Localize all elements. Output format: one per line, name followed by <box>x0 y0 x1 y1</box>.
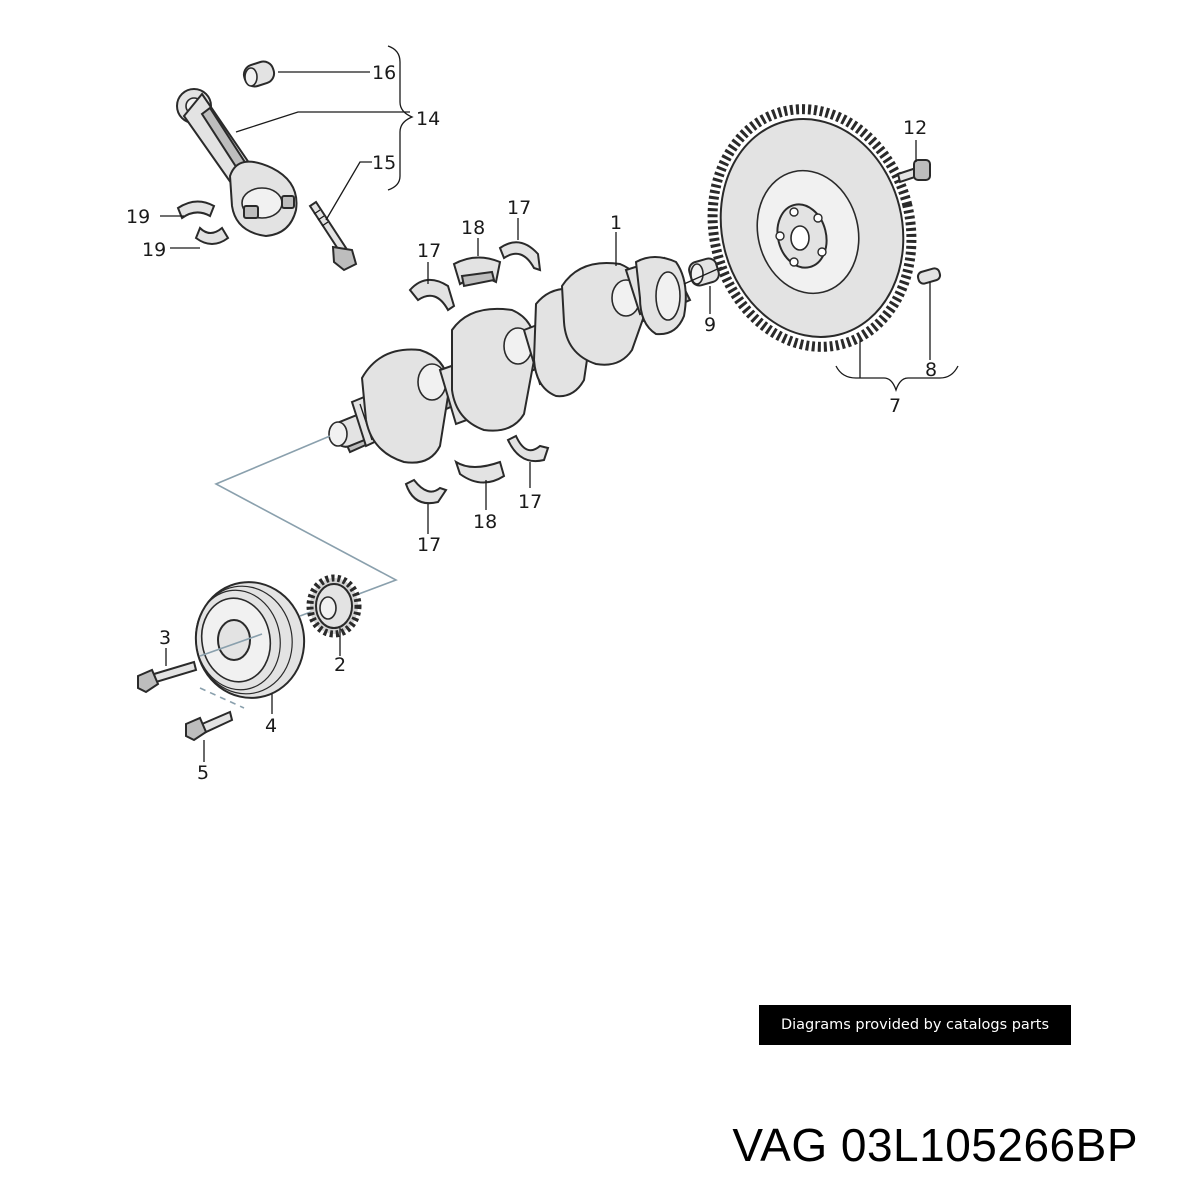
callout-17-bottom-right: 17 <box>518 491 542 513</box>
main-bearing-shell-upper <box>452 256 502 288</box>
callout-4: 4 <box>265 715 277 737</box>
callout-14: 14 <box>416 108 440 130</box>
vibration-damper-pulley <box>194 581 306 699</box>
callout-2: 2 <box>334 654 346 676</box>
credit-text: Diagrams provided by catalogs parts <box>780 1017 1050 1033</box>
callout-3: 3 <box>159 627 171 649</box>
callout-7: 7 <box>889 395 901 417</box>
callout-17-bottom-left: 17 <box>417 534 441 556</box>
callout-19-lower: 19 <box>142 239 166 261</box>
dowel-pin <box>916 267 942 285</box>
needle-bearing <box>688 257 720 287</box>
callout-17-top-left: 17 <box>417 240 441 262</box>
callout-8: 8 <box>925 359 937 381</box>
crankshaft-sprocket <box>306 574 362 638</box>
conrod-bearing-shells <box>176 200 230 245</box>
part-number-title: VAG 03L105266BP <box>732 1119 1138 1171</box>
conrod-bolt <box>308 200 358 272</box>
callout-18-bottom: 18 <box>473 511 497 533</box>
callout-9: 9 <box>704 314 716 336</box>
thrust-washer-lower-right <box>506 434 550 462</box>
main-bearing-shell-lower <box>454 459 506 484</box>
pulley-bolt <box>137 660 198 694</box>
callout-19-upper: 19 <box>126 206 150 228</box>
flywheel-bolt <box>896 159 931 184</box>
callout-17-top-right: 17 <box>507 197 531 219</box>
connecting-rod <box>176 88 298 238</box>
callout-1: 1 <box>610 212 622 234</box>
callout-18-top: 18 <box>461 217 485 239</box>
callout-12: 12 <box>903 117 927 139</box>
credit-badge: Diagrams provided by catalogs parts <box>759 1005 1071 1045</box>
thrust-washer-upper-right <box>498 241 542 272</box>
callout-15: 15 <box>372 152 396 174</box>
crankshaft <box>328 256 692 464</box>
pulley-bolt-small <box>185 710 234 742</box>
callout-16: 16 <box>372 62 396 84</box>
callout-5: 5 <box>197 762 209 784</box>
flywheel <box>707 104 917 352</box>
thrust-washer-upper-left <box>408 279 456 312</box>
connecting-rod-assembly <box>176 45 414 272</box>
thrust-washer-lower-left <box>404 478 448 505</box>
small-end-bush <box>242 60 276 88</box>
